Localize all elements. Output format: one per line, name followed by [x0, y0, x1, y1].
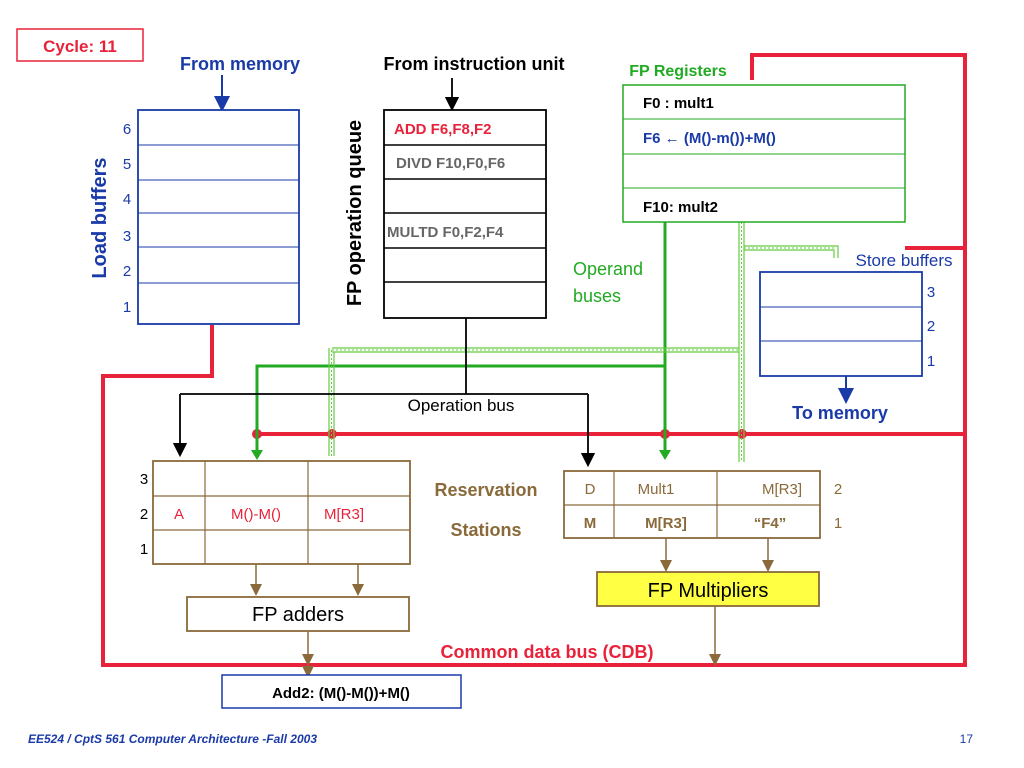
store-buffers-title: Store buffers: [855, 251, 952, 270]
reservation-label-2: Stations: [450, 520, 521, 540]
fp-register-row: F0 : mult1: [643, 95, 714, 112]
rs-to-unit-arrows: [250, 538, 774, 678]
load-buffer-num: 1: [123, 299, 131, 316]
cycle-label: Cycle: 11: [43, 37, 117, 56]
load-buffer-numbers: 6 5 4 3 2 1: [123, 121, 131, 316]
operand-buses-label-1: Operand: [573, 259, 643, 279]
cdb-lines: [101, 53, 967, 667]
mult-rs-v2: M[R3]: [762, 481, 802, 498]
mult-rs-v1: M[R3]: [645, 515, 687, 532]
mult-rs-table: [563, 470, 821, 539]
mult-rs-op: M: [584, 515, 597, 532]
load-buffer-num: 5: [123, 156, 131, 173]
store-buffer-num: 3: [927, 284, 935, 301]
operand-bus-hatched: [328, 222, 839, 462]
cycle-box: [16, 28, 144, 62]
from-instruction-unit-label: From instruction unit: [384, 54, 565, 74]
load-buffers-title: Load buffers: [89, 157, 111, 278]
cdb-label: Common data bus (CDB): [441, 642, 654, 662]
adder-rs-op: A: [174, 506, 184, 523]
operation-bus: [172, 78, 596, 468]
adder-rs-num: 3: [140, 471, 148, 488]
operation-bus-label: Operation bus: [408, 396, 515, 415]
mult-rs-cells: D Mult1 M[R3] 2 M M[R3] “F4” 1: [584, 481, 842, 532]
operand-buses-label-2: buses: [573, 286, 621, 306]
fp-queue-entry: DIVD F10,F0,F6: [396, 155, 505, 172]
load-buffer-num: 6: [123, 121, 131, 138]
adder-rs-num: 1: [140, 541, 148, 558]
mult-rs-num: 1: [834, 515, 842, 532]
fp-register-row: F6 ← (M()-m())+M(): [643, 130, 776, 147]
to-memory-label: To memory: [792, 403, 888, 423]
fp-queue-entry: MULTD F0,F2,F4: [387, 224, 504, 241]
mult-rs-num: 2: [834, 481, 842, 498]
store-buffer-num: 1: [927, 353, 935, 370]
operand-bus-hatch-ticks: [331, 222, 836, 462]
adder-rs-v2: M[R3]: [324, 506, 364, 523]
adder-output-label: Add2: (M()-M())+M(): [272, 685, 410, 702]
adder-rs-num: 2: [140, 506, 148, 523]
fp-register-row: F10: mult2: [643, 199, 718, 216]
operand-bus-solid: [255, 222, 667, 452]
from-memory-label: From memory: [180, 54, 300, 74]
fp-adders-label: FP adders: [252, 604, 344, 626]
load-buffers-table: [137, 109, 300, 325]
fp-queue-table: [383, 109, 547, 319]
fp-register-rows: F0 : mult1 F6 ← (M()-m())+M() F10: mult2: [643, 95, 776, 216]
fp-registers-title: FP Registers: [629, 63, 727, 80]
operand-bus-arrowheads: [251, 450, 671, 460]
adder-rs-v1: M()-M(): [231, 506, 281, 523]
footer-course: EE524 / CptS 561 Computer Architecture -…: [28, 732, 317, 746]
store-buffer-numbers: 3 2 1: [927, 284, 935, 370]
fp-adders-box: [186, 596, 410, 632]
adder-output-box: [221, 674, 462, 709]
fp-multipliers-box: [596, 571, 820, 607]
adder-rs-table: [152, 460, 411, 565]
mult-rs-v1: Mult1: [638, 481, 675, 498]
footer-page: 17: [960, 732, 974, 746]
reservation-label-1: Reservation: [434, 480, 537, 500]
fp-registers-table: [622, 84, 906, 223]
mult-rs-op: D: [585, 481, 596, 498]
fp-queue-title: FP operation queue: [344, 120, 366, 306]
load-buffer-num: 2: [123, 263, 131, 280]
fp-queue-entry: ADD F6,F8,F2: [394, 121, 492, 138]
adder-rs-cells: 3 2 1 A M()-M() M[R3]: [140, 471, 364, 558]
fp-multipliers-label: FP Multipliers: [648, 580, 769, 602]
store-buffers-table: [759, 271, 923, 377]
store-buffer-num: 2: [927, 318, 935, 335]
fp-queue-entries: ADD F6,F8,F2 DIVD F10,F0,F6 MULTD F0,F2,…: [387, 121, 505, 241]
load-buffer-num: 4: [123, 191, 131, 208]
load-buffer-num: 3: [123, 228, 131, 245]
mult-rs-v2: “F4”: [754, 515, 787, 532]
